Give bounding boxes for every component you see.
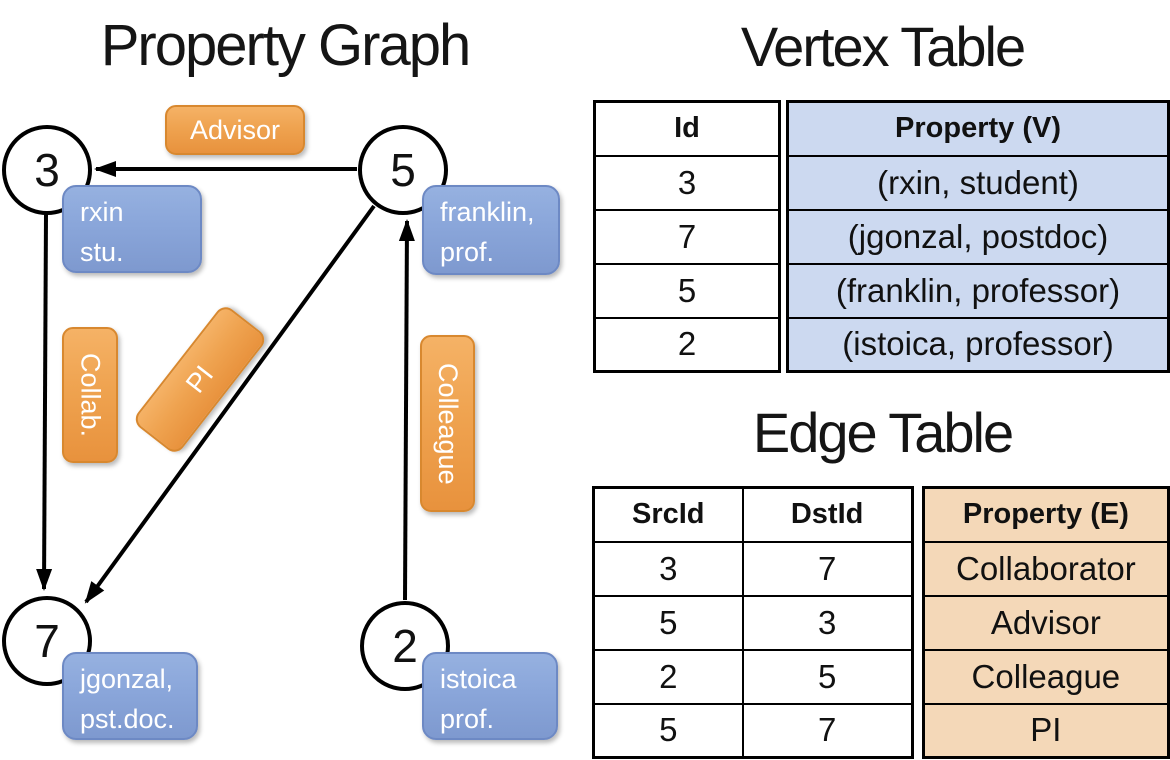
edge-srcid-cell: 3 [592, 540, 744, 597]
vertex-id-cell: 7 [593, 208, 781, 265]
table-row: (istoica, professor) [786, 316, 1170, 373]
vertex-property-line: jgonzal, [80, 664, 174, 694]
edge-table-id-columns: SrcId DstId 3 7 5 3 2 5 5 7 [592, 486, 914, 759]
edge-dstid-cell: 3 [741, 594, 914, 651]
table-row: 5 7 [592, 702, 914, 759]
table-row: Property (V) [786, 100, 1170, 157]
vertex-table: Id 3 7 5 2 Property (V) (rxin, student) … [593, 100, 1170, 373]
vertex-table-header-id: Id [593, 100, 781, 157]
edge-table-header-srcid: SrcId [592, 486, 744, 543]
table-row: (jgonzal, postdoc) [786, 208, 1170, 265]
vertex-id-cell: 3 [593, 154, 781, 211]
vertex-table-title: Vertex Table [740, 15, 1026, 78]
edge-dstid-cell: 7 [741, 540, 914, 597]
edge-dstid-cell: 5 [741, 648, 914, 705]
vertex-table-id-column: Id 3 7 5 2 [593, 100, 782, 373]
vertex-id-cell: 5 [593, 262, 781, 319]
vertex-property-line: stu. [80, 237, 124, 267]
vertex-property-line: franklin, [440, 197, 535, 227]
table-row: 2 [593, 316, 781, 373]
vertex-property-line: istoica [440, 664, 517, 694]
vertex-property-cell: (istoica, professor) [786, 316, 1170, 373]
table-row: 3 [593, 154, 781, 211]
edge-table: SrcId DstId 3 7 5 3 2 5 5 7 Property (E)… [592, 486, 1170, 759]
table-row: 5 3 [592, 594, 914, 651]
edge-property-cell: Collaborator [922, 540, 1170, 597]
table-row: Advisor [922, 594, 1170, 651]
table-row: 3 7 [592, 540, 914, 597]
edge-arrow-2-to-5 [398, 219, 415, 601]
table-row: Colleague [922, 648, 1170, 705]
graph-node-2: 2 [360, 601, 450, 691]
edge-table-header-dstid: DstId [741, 486, 914, 543]
edge-srcid-cell: 5 [592, 702, 744, 759]
vertex-property-cell: (jgonzal, postdoc) [786, 208, 1170, 265]
table-row: Id [593, 100, 781, 157]
vertex-property-line: pst.doc. [80, 704, 175, 734]
vertex-property-box-jgonzal: jgonzal, pst.doc. [62, 652, 198, 740]
table-row: 7 [593, 208, 781, 265]
edge-table-header-property: Property (E) [922, 486, 1170, 543]
table-row: PI [922, 702, 1170, 759]
table-row: Collaborator [922, 540, 1170, 597]
graph-node-5: 5 [358, 125, 448, 215]
graph-edges-canvas [36, 161, 415, 604]
edge-property-cell: PI [922, 702, 1170, 759]
edge-arrow-3-to-7 [36, 213, 53, 591]
vertex-id-cell: 2 [593, 316, 781, 373]
edge-srcid-cell: 2 [592, 648, 744, 705]
property-graph-title: Property Graph [100, 13, 472, 78]
vertex-property-box-rxin: rxin stu. [62, 185, 202, 273]
edge-table-title: Edge Table [752, 401, 1014, 464]
vertex-table-header-property: Property (V) [786, 100, 1170, 157]
edge-label-colleague: Colleague [420, 335, 475, 512]
vertex-property-line: prof. [440, 237, 495, 267]
table-row: (franklin, professor) [786, 262, 1170, 319]
edge-label-collab: Collab. [62, 327, 118, 463]
vertex-property-line: rxin [80, 197, 124, 227]
edge-arrow-5-to-7 [84, 204, 376, 604]
table-row: SrcId DstId [592, 486, 914, 543]
vertex-property-cell: (franklin, professor) [786, 262, 1170, 319]
vertex-table-property-column: Property (V) (rxin, student) (jgonzal, p… [786, 100, 1170, 373]
edge-table-property-column: Property (E) Collaborator Advisor Collea… [921, 486, 1170, 759]
table-row: 2 5 [592, 648, 914, 705]
edge-property-cell: Advisor [922, 594, 1170, 651]
vertex-property-line: prof. [440, 704, 495, 734]
edge-dstid-cell: 7 [741, 702, 914, 759]
edge-label-advisor: Advisor [165, 105, 305, 155]
edge-srcid-cell: 5 [592, 594, 744, 651]
vertex-property-box-franklin: franklin, prof. [422, 185, 560, 275]
table-row: (rxin, student) [786, 154, 1170, 211]
vertex-property-box-istoica: istoica prof. [422, 652, 558, 740]
vertex-property-cell: (rxin, student) [786, 154, 1170, 211]
table-row: Property (E) [922, 486, 1170, 543]
edge-property-cell: Colleague [922, 648, 1170, 705]
table-row: 5 [593, 262, 781, 319]
